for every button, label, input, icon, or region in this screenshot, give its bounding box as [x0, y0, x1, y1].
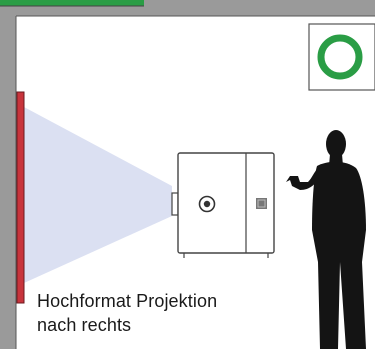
- projector-lens: [171, 192, 179, 216]
- projector-logo-core: [203, 200, 211, 208]
- presenter-silhouette: [286, 130, 366, 349]
- ok-circle-icon: [317, 34, 363, 80]
- projector: [171, 152, 275, 258]
- projection-beam: [24, 107, 172, 283]
- wall-left: [0, 16, 16, 349]
- presenter-head: [326, 130, 346, 158]
- caption-line-1: Hochformat Projektion: [37, 291, 218, 311]
- caption-line-2: nach rechts: [37, 315, 132, 335]
- projector-keypad-grid: [257, 199, 266, 208]
- presenter-torso: [312, 161, 366, 262]
- status-box: [308, 23, 375, 91]
- presenter-legs: [318, 262, 366, 349]
- corner-tab: [0, 0, 144, 6]
- presenter-arm: [286, 168, 320, 190]
- projection-caption: Hochformat Projektion nach rechts: [37, 289, 307, 337]
- projector-keypad-icon: [256, 198, 267, 209]
- projector-body: [177, 152, 275, 254]
- projection-screen: [16, 91, 25, 304]
